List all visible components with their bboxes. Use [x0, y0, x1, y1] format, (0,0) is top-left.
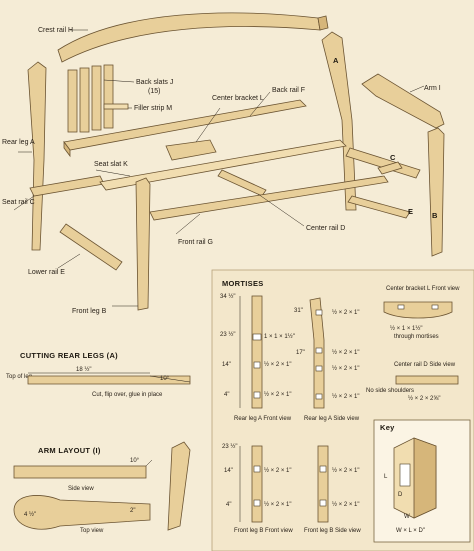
label-filler-strip: Filler strip M	[134, 105, 172, 112]
crest-rail-h	[57, 12, 321, 63]
arm-end-dim: 2"	[130, 508, 135, 514]
part-letter-e: E	[408, 207, 413, 216]
rear-front-size-3: ½ × 2 × 1"	[264, 391, 291, 398]
label-seat-rail: Seat rail C	[2, 199, 35, 206]
front-side-caption: Front leg B Side view	[304, 528, 361, 534]
lower-rail-e	[59, 223, 123, 271]
rear-height-4: 4"	[224, 392, 229, 398]
rear-front-size-2: ½ × 2 × 1"	[264, 361, 291, 368]
key-formula: W × L × D"	[396, 528, 425, 534]
front-rail-g	[149, 175, 389, 221]
cutting-angle-dim: 10°	[160, 376, 170, 382]
rear-side-size-1: ½ × 2 × 1"	[332, 309, 359, 316]
label-back-slats: Back slats J	[136, 79, 173, 86]
rear-side-size-3: ½ × 2 × 1"	[332, 365, 359, 372]
center-rail-size: ½ × 2 × 2⅝"	[408, 395, 441, 402]
label-arm: Arm I	[424, 85, 441, 92]
label-back-slats-qty: (15)	[148, 88, 160, 95]
key-l: L	[384, 474, 388, 480]
rear-height-1: 34 ½"	[220, 293, 235, 300]
front-front-caption: Front leg B Front view	[234, 528, 293, 534]
center-bracket-size: ½ × 1 × 1½"	[390, 325, 423, 332]
front-height-2: 14"	[224, 468, 233, 474]
cutting-rear-legs-title: CUTTING REAR LEGS (A)	[20, 351, 118, 360]
rear-front-size-1: 1 × 1 × 1½"	[264, 333, 295, 340]
center-rail-d	[217, 169, 267, 197]
key-d: D	[398, 492, 403, 498]
front-side-size-2: ½ × 2 × 1"	[332, 501, 359, 508]
exploded-view: Crest rail H Back slats J (15) Filler st…	[2, 12, 445, 315]
arm-angle-dim: 10°	[130, 458, 140, 464]
mortises-title: MORTISES	[222, 279, 264, 288]
front-height-1: 23 ½"	[222, 443, 237, 450]
arm-layout-title: ARM LAYOUT (I)	[38, 446, 101, 455]
rear-height-2: 23 ½"	[220, 331, 235, 338]
arm-top-view-label: Top view	[80, 528, 104, 534]
rear-side-caption: Rear leg A Side view	[304, 416, 360, 422]
center-bracket-title: Center bracket L Front view	[386, 286, 460, 292]
filler-strip-m	[103, 103, 129, 110]
center-rail-note: No side shoulders	[366, 388, 414, 394]
rear-leg-left	[27, 61, 47, 251]
rear-side-size-4: ½ × 2 × 1"	[332, 393, 359, 400]
top-of-leg-label: Top of leg	[6, 374, 32, 380]
label-crest-rail: Crest rail H	[38, 27, 73, 34]
label-lower-rail: Lower rail E	[28, 269, 65, 276]
part-letter-c: C	[390, 153, 396, 162]
rear-height-3: 14"	[222, 362, 231, 368]
seat-slat-k	[99, 139, 347, 191]
cutting-length-dim: 18 ½"	[76, 366, 91, 373]
key-title: Key	[380, 423, 395, 432]
label-back-rail: Back rail F	[272, 87, 305, 94]
arm-i	[361, 73, 445, 129]
front-front-size-2: ½ × 2 × 1"	[264, 501, 291, 508]
front-front-size-1: ½ × 2 × 1"	[264, 467, 291, 474]
rear-side-height: 17"	[296, 350, 305, 356]
arm-width-dim: 4 ½"	[24, 511, 36, 518]
back-slats	[67, 64, 114, 133]
part-letter-a: A	[333, 56, 339, 65]
arm-side-view-label: Side view	[68, 486, 94, 492]
arm-layout: ARM LAYOUT (I) 10° Side view 4 ½" 2" Top…	[13, 441, 191, 534]
rear-leg-right	[321, 31, 357, 211]
label-front-rail: Front rail G	[178, 239, 213, 246]
label-seat-slat: Seat slat K	[94, 161, 128, 168]
front-leg-right	[427, 127, 445, 257]
front-side-size-1: ½ × 2 × 1"	[332, 467, 359, 474]
rear-side-size-2: ½ × 2 × 1"	[332, 349, 359, 356]
key-box: Key L D W W × L × D"	[373, 419, 471, 543]
label-center-bracket: Center bracket L	[212, 95, 264, 102]
label-front-leg: Front leg B	[72, 308, 107, 315]
center-bracket-note: through mortises	[394, 334, 439, 340]
part-letter-b: B	[432, 211, 438, 220]
cutting-rear-legs: CUTTING REAR LEGS (A) Top of leg 18 ½" 1…	[6, 351, 191, 398]
front-height-3: 4"	[226, 502, 231, 508]
cutting-note: Cut, flip over, glue in place	[92, 392, 163, 398]
key-w: W	[404, 514, 410, 520]
rear-front-caption: Rear leg A Front view	[234, 416, 292, 422]
rear-side-height-top: 31"	[294, 308, 303, 314]
front-leg-b	[135, 177, 151, 311]
center-bracket-l	[165, 139, 217, 161]
center-rail-title: Center rail D Side view	[394, 362, 456, 368]
label-rear-leg: Rear leg A	[2, 139, 35, 146]
label-center-rail: Center rail D	[306, 225, 345, 232]
